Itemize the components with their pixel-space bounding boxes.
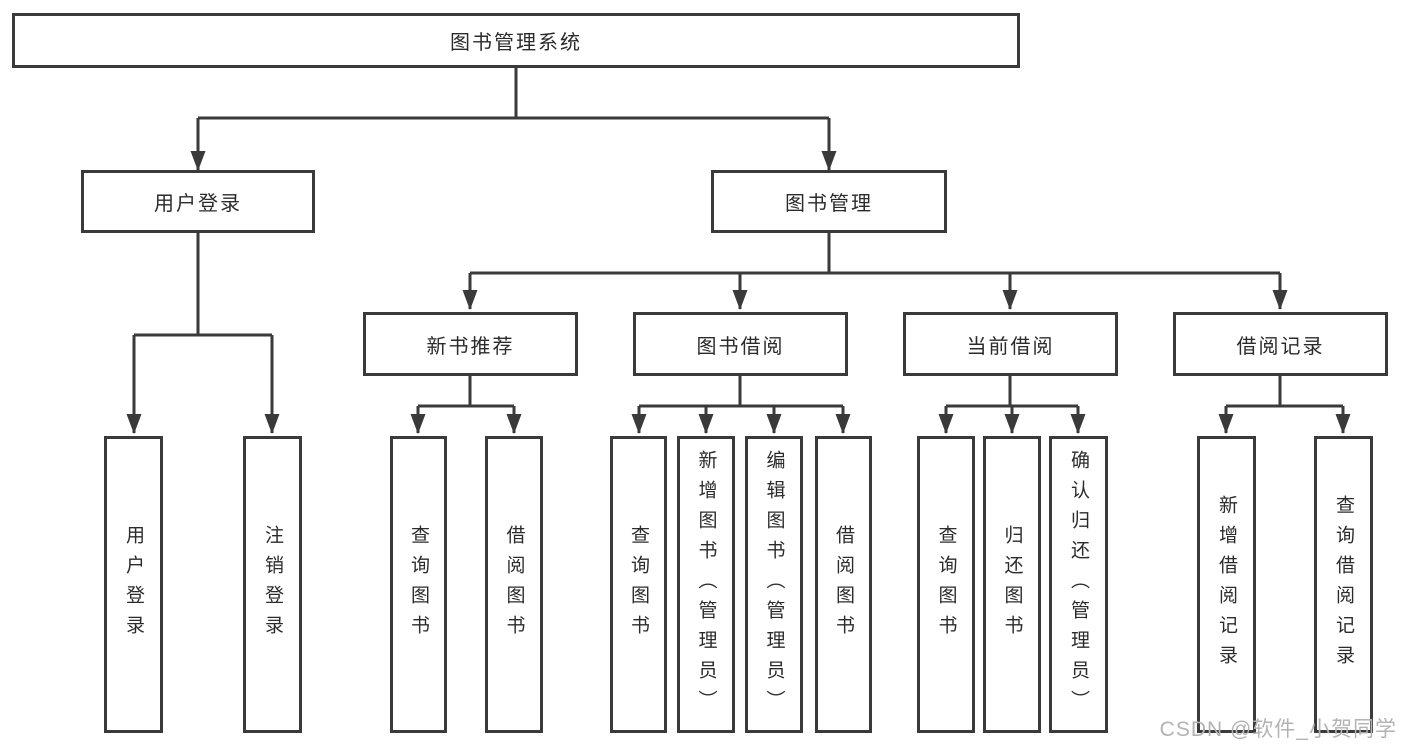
node-add-borrow-record: 新增借阅记录 [1197, 436, 1256, 733]
node-label: 确认归还（管理员） [1068, 449, 1089, 720]
node-label: 图书管理 [785, 193, 873, 215]
node-label: 新增借阅记录 [1216, 494, 1237, 675]
node-new-book-recommend: 新书推荐 [363, 312, 578, 376]
node-return-book: 归还图书 [983, 436, 1041, 733]
node-user-login: 用户登录 [81, 170, 315, 233]
node-label: 当前借阅 [966, 335, 1055, 358]
node-label: 注销登录 [262, 524, 283, 645]
node-add-book-admin: 新增图书（管理员） [677, 436, 735, 733]
node-label: 查询借阅记录 [1333, 494, 1354, 675]
node-label: 查询图书 [408, 524, 429, 645]
node-current-borrowing: 当前借阅 [903, 312, 1118, 376]
node-book-borrowing: 图书借阅 [633, 312, 848, 376]
node-label: 新增图书（管理员） [695, 449, 717, 720]
node-confirm-return-admin: 确认归还（管理员） [1049, 436, 1108, 733]
node-book-management: 图书管理 [711, 170, 947, 233]
node-edit-book-admin: 编辑图书（管理员） [745, 436, 803, 733]
node-label: 归还图书 [1001, 524, 1023, 645]
node-borrow-book-recommend: 借阅图书 [485, 436, 543, 733]
node-borrow-book: 借阅图书 [815, 436, 872, 733]
node-label: 编辑图书（管理员） [763, 449, 785, 720]
node-borrowing-records: 借阅记录 [1173, 312, 1388, 376]
node-label: 查询图书 [628, 524, 649, 645]
node-query-book-recommend: 查询图书 [390, 436, 447, 733]
node-user-login-leaf: 用户登录 [104, 436, 163, 733]
node-query-book-borrowing: 查询图书 [610, 436, 667, 733]
node-label: 借阅图书 [503, 524, 525, 645]
node-logout: 注销登录 [243, 436, 302, 733]
node-label: 借阅图书 [833, 524, 854, 645]
node-library-system: 图书管理系统 [12, 13, 1020, 68]
node-label: 用户登录 [154, 193, 242, 215]
node-label: 新书推荐 [426, 335, 515, 358]
csdn-watermark: CSDN @软件_小贺同学 [1159, 718, 1397, 741]
node-label: 查询图书 [935, 524, 957, 645]
node-label: 图书管理系统 [450, 32, 582, 54]
node-query-book-current: 查询图书 [917, 436, 975, 733]
node-query-borrow-record: 查询借阅记录 [1314, 436, 1373, 733]
node-label: 用户登录 [123, 524, 144, 645]
node-label: 图书借阅 [696, 335, 785, 358]
node-label: 借阅记录 [1236, 335, 1325, 358]
